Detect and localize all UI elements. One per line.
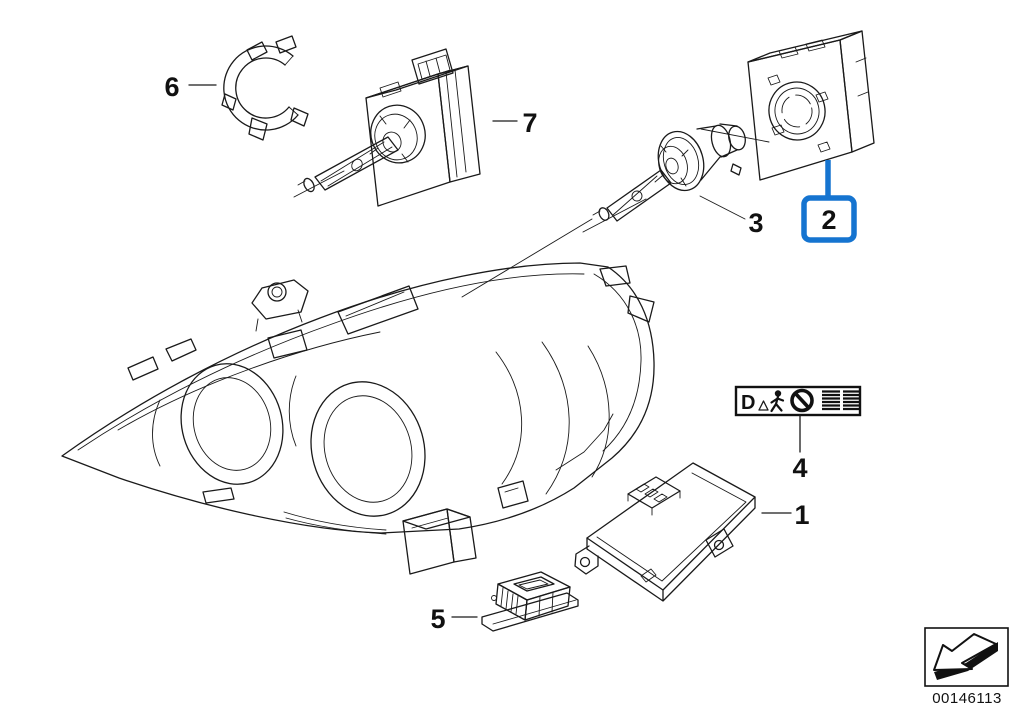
callout-2-highlight[interactable]: 2	[801, 160, 857, 243]
xenon-bulb-part-3	[582, 123, 746, 233]
xenon-warning-label-part-4: D	[734, 385, 862, 417]
callout-2-highlight-box[interactable]	[801, 195, 857, 243]
bulb-retainer-clip-part-6	[221, 35, 309, 141]
part-number: 00146113	[932, 690, 1002, 707]
callout-7[interactable]: 7	[522, 108, 537, 138]
direction-arrow-icon	[933, 633, 998, 680]
hatched-bar-icon	[822, 390, 840, 411]
bulb-holder-part-2	[747, 30, 875, 181]
d-marking: D	[741, 392, 755, 414]
adaptive-module-part-5	[481, 571, 579, 632]
control-unit-part-1	[574, 462, 756, 602]
pedestrian-icon	[770, 390, 785, 413]
prohibition-icon	[790, 388, 814, 413]
ignitor-unit-part-7	[293, 48, 481, 207]
callout-1[interactable]: 1	[794, 500, 809, 530]
warning-triangle-icon	[758, 400, 769, 411]
leader-lines	[188, 84, 801, 618]
callout-6[interactable]: 6	[164, 72, 179, 102]
callout-3[interactable]: 3	[748, 208, 763, 238]
callout-5[interactable]: 5	[430, 604, 445, 634]
headlight-assembly-drawing	[61, 262, 655, 575]
legend-box	[924, 627, 1009, 687]
callout-4[interactable]: 4	[792, 453, 807, 483]
callout-2[interactable]: 2	[821, 205, 836, 235]
hatched-bar-icon	[843, 390, 860, 411]
